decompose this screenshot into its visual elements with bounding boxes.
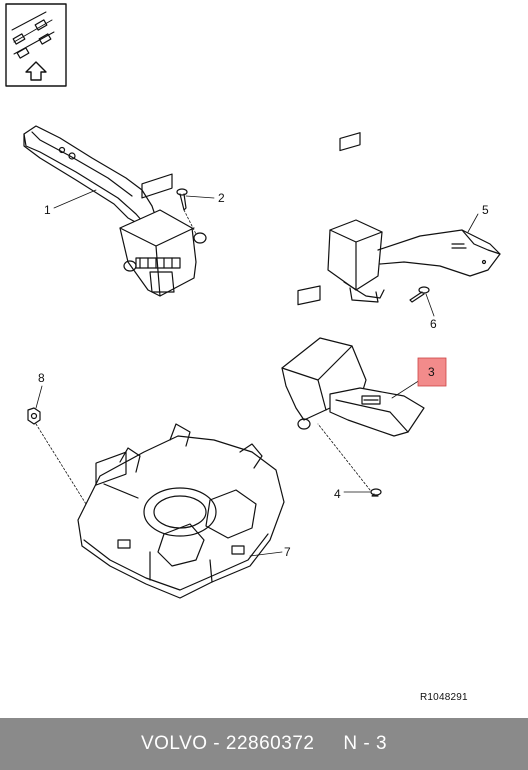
callout-6: 6 xyxy=(430,317,437,331)
part-4-screw xyxy=(317,423,382,497)
leader-line-5 xyxy=(467,213,479,233)
part-number-footer: VOLVO - 22860372 N - 3 xyxy=(0,718,528,770)
callout-8: 8 xyxy=(38,371,45,385)
callout-5: 5 xyxy=(482,203,489,217)
part-1-left-stalk-switch xyxy=(23,125,207,297)
callout-2: 2 xyxy=(218,191,225,205)
part-6-screw xyxy=(409,286,435,317)
diagram-reference-code: R1048291 xyxy=(420,692,468,703)
callout-3-highlight xyxy=(417,357,447,387)
footer-text: VOLVO - 22860372 N - 3 xyxy=(140,733,388,754)
leader-line-3 xyxy=(391,379,421,399)
callout-1: 1 xyxy=(44,203,51,217)
up-arrow-icon xyxy=(25,61,47,81)
callout-4: 4 xyxy=(334,487,341,501)
part-3-steering-switch xyxy=(281,285,425,437)
part-5-right-stalk-switch xyxy=(327,132,501,303)
exploded-parts-orientation-icon xyxy=(5,3,67,87)
part-8-nut xyxy=(27,385,97,521)
leader-line-1 xyxy=(53,189,97,209)
part-7-steering-column-module xyxy=(77,423,285,599)
part-2-screw xyxy=(176,188,215,235)
callout-3: 3 xyxy=(428,365,435,379)
parts-diagram: 1 2 3 4 5 6 7 8 xyxy=(5,3,501,599)
callout-7: 7 xyxy=(284,545,291,559)
